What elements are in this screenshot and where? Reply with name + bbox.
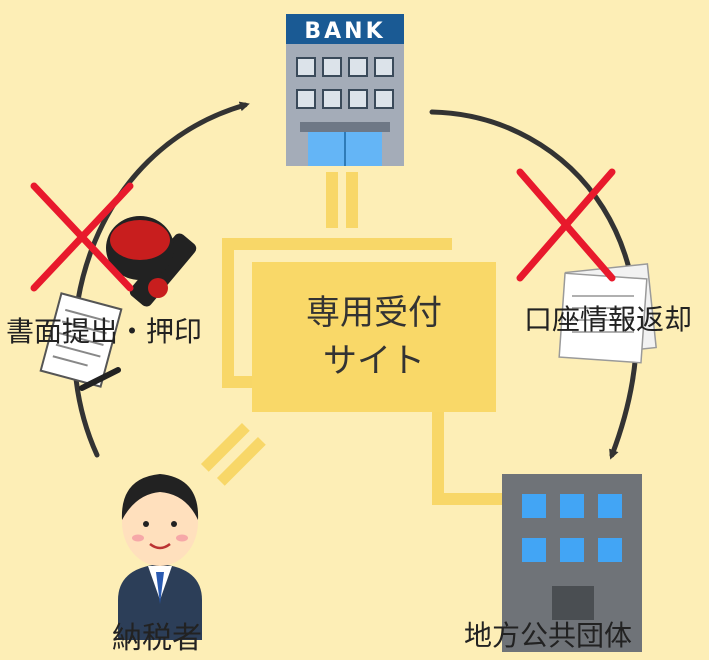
bank-building-icon: BANK: [286, 14, 404, 166]
hanko-stamp-icon: [106, 216, 197, 307]
paper-stack-icon: [558, 263, 657, 364]
label-taxpayer: 納税者: [112, 621, 202, 656]
center-box-line1: 専用受付: [306, 293, 442, 333]
label-account-info-return: 口座情報返却: [524, 303, 693, 336]
document-pen-icon: [39, 292, 123, 391]
cross-icon: [516, 168, 616, 282]
dedicated-reception-site-box: 専用受付 サイト: [252, 262, 496, 412]
label-submission-stamp: 書面提出・押印: [6, 315, 203, 348]
businessman-icon: [118, 474, 202, 640]
office-building-icon: [502, 474, 642, 652]
connectors: [200, 172, 512, 505]
cross-icon: [30, 182, 134, 292]
arrow-bank-to-government: [429, 109, 640, 460]
center-box-line2: サイト: [323, 341, 425, 381]
label-local-government: 地方公共団体: [464, 619, 633, 652]
bank-sign-text: BANK: [304, 19, 385, 44]
